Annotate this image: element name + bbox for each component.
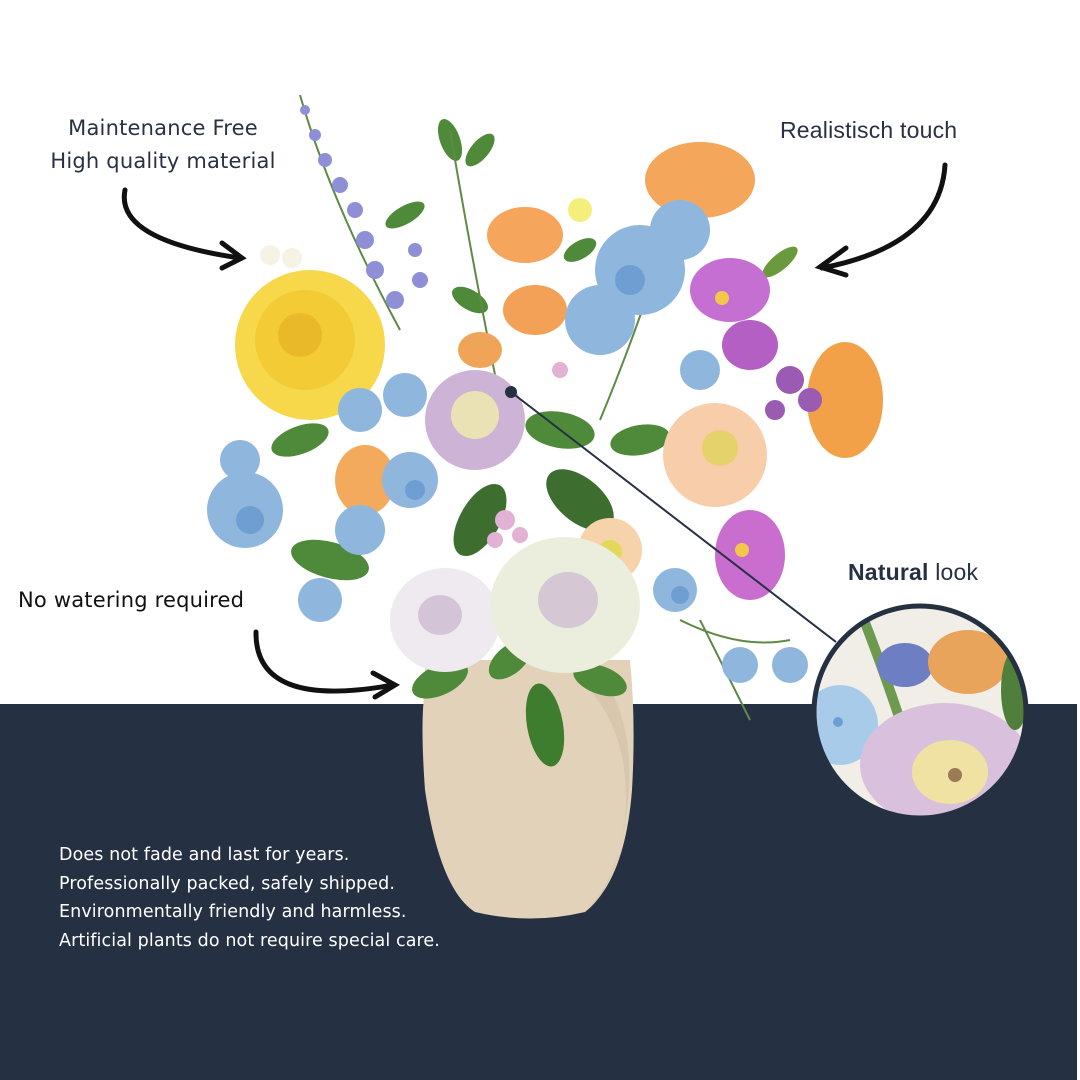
feature-list: Does not fade and last for years. Profes… <box>59 841 440 955</box>
callout-natural-look: Natural look <box>848 556 978 589</box>
feature-item: Artificial plants do not require special… <box>59 930 440 951</box>
callout-natural-bold: Natural <box>848 559 929 585</box>
callout-natural-rest: look <box>928 559 979 585</box>
callout-maintenance-line1: Maintenance Free <box>68 116 258 140</box>
vase <box>422 660 634 919</box>
callout-anchor-dot <box>505 386 517 398</box>
callout-realistic: Realistisch touch <box>780 117 958 143</box>
feature-item: Does not fade and last for years. <box>59 845 350 865</box>
callout-maintenance-line2: High quality material <box>50 149 276 173</box>
callout-maintenance: Maintenance Free High quality material <box>36 112 290 178</box>
detail-zoom-circle <box>814 606 1026 818</box>
callout-watering: No watering required <box>18 588 245 612</box>
feature-item: Environmentally friendly and harmless. <box>59 902 407 922</box>
arrow-maintenance-icon <box>121 187 243 261</box>
arrow-watering-icon <box>253 629 396 694</box>
feature-item: Professionally packed, safely shipped. <box>59 873 395 894</box>
arrow-realistic-icon <box>819 162 948 271</box>
callout-connector-line <box>510 391 837 643</box>
bouquet <box>207 94 883 767</box>
